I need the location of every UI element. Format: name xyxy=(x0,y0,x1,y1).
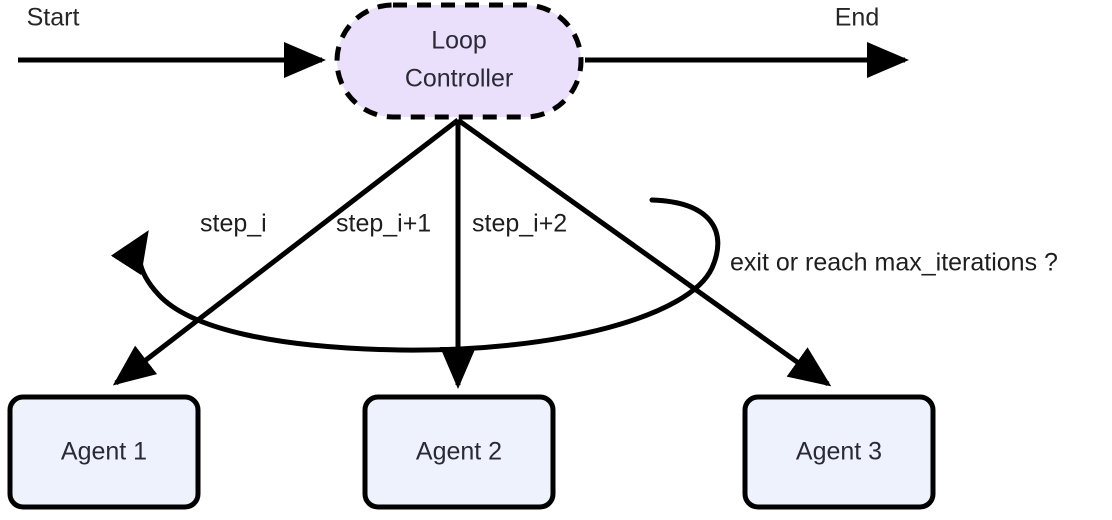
edge-controller-to-agent-1: step_i xyxy=(112,118,460,386)
edge-step-i2-line xyxy=(456,117,832,387)
node-agent-3[interactable]: Agent 3 xyxy=(742,394,936,510)
agent-3-label: Agent 3 xyxy=(796,438,882,466)
start-label: Start xyxy=(27,4,80,32)
edge-label-step-i: step_i xyxy=(200,210,267,238)
edge-label-step-i-plus-1: step_i+1 xyxy=(336,210,431,238)
edge-end: End xyxy=(585,4,910,78)
edge-step-i-line xyxy=(112,118,460,386)
edge-feedback-loop: exit or reach max_iterations ? xyxy=(110,197,1058,353)
agent-2-box[interactable] xyxy=(362,394,556,510)
node-agent-2[interactable]: Agent 2 xyxy=(362,394,556,510)
agent-1-box[interactable] xyxy=(7,394,201,510)
edge-controller-to-agent-3: step_i+2 xyxy=(456,117,832,387)
feedback-loop-curve xyxy=(110,197,721,353)
loop-controller-shape[interactable] xyxy=(334,2,584,120)
agent-3-box[interactable] xyxy=(742,394,936,510)
agent-2-label: Agent 2 xyxy=(416,438,502,466)
loop-controller-label-line2: Controller xyxy=(405,65,513,93)
node-agent-1[interactable]: Agent 1 xyxy=(7,394,201,510)
agent-1-label: Agent 1 xyxy=(61,438,147,466)
loop-controller-label-line1: Loop xyxy=(431,27,487,55)
edge-start: Start xyxy=(18,4,327,78)
node-loop-controller[interactable]: Loop Controller xyxy=(334,2,584,120)
edge-label-step-i-plus-2: step_i+2 xyxy=(472,210,567,238)
end-label: End xyxy=(835,4,879,32)
edge-label-exit-condition: exit or reach max_iterations ? xyxy=(730,249,1058,277)
edge-controller-to-agent-2: step_i+1 xyxy=(336,120,476,390)
